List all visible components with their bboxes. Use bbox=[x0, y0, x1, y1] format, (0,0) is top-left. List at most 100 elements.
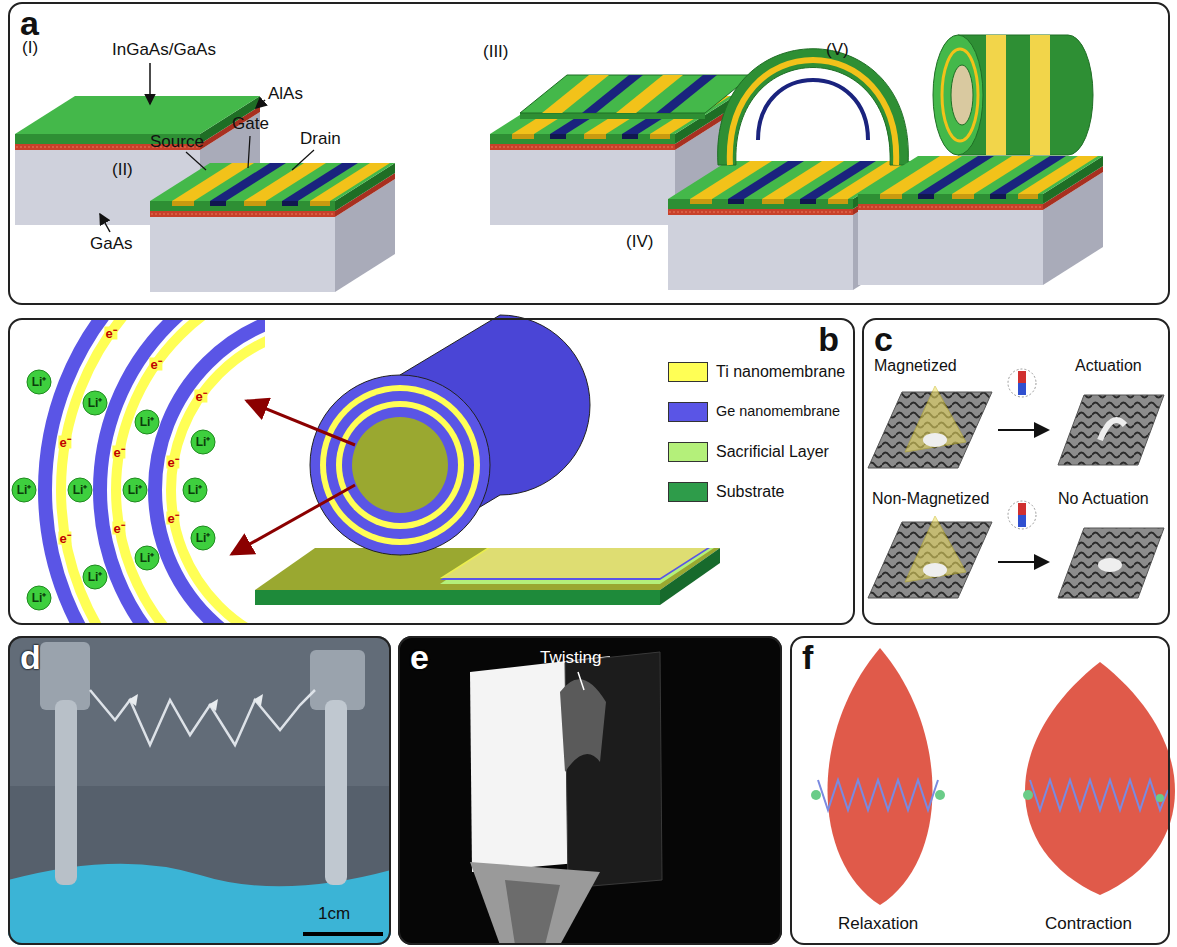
state-label: Non-Magnetized bbox=[872, 490, 989, 508]
fabrication-steps-shape bbox=[256, 100, 265, 108]
rolled-anode-shape-shape bbox=[116, 318, 265, 625]
muscle-model-shape bbox=[828, 648, 933, 905]
electron-label: e⁻ bbox=[104, 327, 117, 340]
electrode-label: Gate bbox=[232, 114, 269, 134]
legend-swatch bbox=[668, 482, 708, 502]
rolled-anode-shape bbox=[440, 548, 707, 578]
rolled-anode-shape-shape bbox=[61, 318, 265, 625]
fabrication-steps-shape-shape bbox=[150, 163, 395, 292]
stretch-photo-shape bbox=[303, 932, 383, 936]
electron-label: e⁻ bbox=[58, 436, 71, 449]
rolled-anode-shape bbox=[255, 590, 660, 605]
rolled-anode-shape-shape bbox=[68, 478, 92, 502]
fabrication-steps-shape-shape bbox=[520, 113, 705, 119]
rolled-anode-shape-shape bbox=[123, 478, 147, 502]
electron-label: e⁻ bbox=[166, 456, 179, 469]
panel-letter: a bbox=[20, 6, 39, 40]
step-number: (IV) bbox=[626, 232, 653, 252]
ion-label: Li⁺ bbox=[32, 592, 47, 604]
rolled-anode-shape-shape bbox=[191, 430, 215, 454]
ion-label: Li⁺ bbox=[17, 484, 32, 496]
fabrication-steps-shape-shape bbox=[1030, 35, 1050, 155]
rolled-anode-shape-shape bbox=[12, 478, 36, 502]
rolled-anode-shape bbox=[440, 548, 710, 580]
ion-label: Li⁺ bbox=[73, 484, 88, 496]
panel-letter: b bbox=[818, 322, 839, 356]
figure-panel: f bbox=[790, 636, 1170, 945]
legend-text: Ge nanomembrane bbox=[716, 403, 840, 420]
annotation: Twisting bbox=[540, 648, 601, 668]
rolled-anode-shape bbox=[336, 401, 464, 529]
fabrication-steps-shape bbox=[248, 136, 250, 168]
fabrication-steps-shape-shape bbox=[880, 156, 1098, 199]
stretch-photo-shape bbox=[253, 694, 263, 706]
rolled-anode-shape bbox=[326, 391, 474, 539]
fabrication-steps-shape-shape bbox=[656, 75, 717, 113]
muscle-model-shape bbox=[1025, 662, 1175, 895]
rolled-anode-shape bbox=[232, 485, 355, 554]
step-number: (I) bbox=[22, 38, 38, 58]
layer-label: AlAs bbox=[268, 84, 303, 104]
electrode-label: Drain bbox=[300, 129, 341, 149]
magnetic-actuation-shape bbox=[1100, 420, 1125, 440]
step-number: (III) bbox=[483, 42, 509, 62]
stretch-photo-shape bbox=[208, 699, 218, 711]
magnetic-actuation-shape-shape bbox=[1018, 515, 1026, 527]
fabrication-steps-shape bbox=[150, 163, 395, 292]
layer-label: InGaAs/GaAs bbox=[112, 40, 216, 60]
step-number: (II) bbox=[112, 160, 133, 180]
stretch-photo-shape bbox=[90, 690, 315, 745]
fabrication-steps-shape-shape bbox=[933, 35, 983, 155]
legend-text: Ti nanomembrane bbox=[716, 363, 845, 381]
magnetic-actuation-shape bbox=[1058, 395, 1164, 465]
ion-label: Li⁺ bbox=[140, 416, 155, 428]
figure-panel: d bbox=[8, 636, 391, 945]
state-label: Contraction bbox=[1045, 914, 1132, 934]
magnetic-actuation-shape bbox=[1008, 501, 1036, 529]
magnetic-actuation-shape bbox=[998, 429, 1048, 431]
magnetic-actuation-shape bbox=[1058, 528, 1164, 598]
fabrication-steps-shape bbox=[186, 152, 206, 170]
rolled-anode-shape bbox=[440, 548, 714, 584]
rolled-anode-shape-shape bbox=[45, 318, 265, 625]
electron-label: e⁻ bbox=[149, 358, 162, 371]
magnetic-actuation-shape bbox=[923, 563, 947, 577]
muscle-model bbox=[811, 648, 1175, 905]
electron-label: e⁻ bbox=[112, 446, 125, 459]
fabrication-steps-shape bbox=[292, 150, 314, 170]
fabrication-steps-shape-shape bbox=[858, 156, 1103, 285]
fabrication-steps-shape-shape bbox=[986, 35, 1006, 155]
stretch-photo-shape bbox=[40, 642, 90, 710]
muscle-model-shape bbox=[935, 790, 945, 800]
fabrication-steps-shape-shape bbox=[718, 49, 909, 165]
stretch-photo-shape bbox=[325, 700, 347, 885]
legend-swatch bbox=[668, 442, 708, 462]
scale-label: 1cm bbox=[318, 904, 350, 924]
state-label: Actuation bbox=[1075, 357, 1142, 375]
legend-text: Sacrificial Layer bbox=[716, 443, 829, 461]
stretch-photo-shape bbox=[8, 636, 391, 945]
state-label: No Actuation bbox=[1058, 490, 1149, 508]
panel-letter: d bbox=[20, 640, 41, 674]
ion-label: Li⁺ bbox=[128, 484, 143, 496]
ion-label: Li⁺ bbox=[32, 376, 47, 388]
rolled-anode-shape bbox=[45, 318, 265, 625]
rolled-anode-shape-shape bbox=[191, 526, 215, 550]
rolled-anode-shape-shape bbox=[155, 318, 265, 625]
rolled-anode-shape bbox=[12, 370, 215, 610]
ion-label: Li⁺ bbox=[88, 397, 103, 409]
twist-photo-shape bbox=[505, 880, 560, 945]
rolled-anode-shape-shape bbox=[27, 370, 51, 394]
rolled-anode-shape bbox=[352, 417, 448, 513]
rolled-anode-shape bbox=[320, 385, 480, 545]
ion-label: Li⁺ bbox=[196, 436, 211, 448]
electron-label: e⁻ bbox=[58, 532, 71, 545]
electron-label: e⁻ bbox=[112, 522, 125, 535]
rolled-anode-shape bbox=[247, 401, 355, 445]
fabrication-steps-shape bbox=[858, 35, 1103, 285]
magnetic-actuation-shape bbox=[923, 433, 947, 447]
twist-photo bbox=[398, 636, 782, 945]
fabrication-steps-shape bbox=[100, 214, 110, 232]
fabrication-steps-shape-shape bbox=[520, 75, 752, 113]
